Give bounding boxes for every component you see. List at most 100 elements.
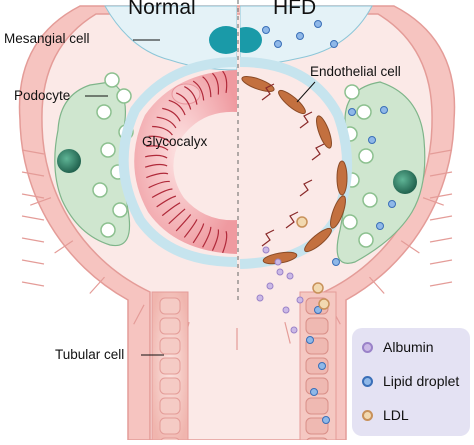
header-normal: Normal [128, 0, 196, 19]
glycocalyx-fiber [202, 226, 212, 248]
damaged-fiber [299, 111, 313, 129]
capsule-cell-partitions [21, 149, 453, 350]
lipid-droplet-particle [314, 306, 322, 314]
lipid-droplet-particle [376, 222, 384, 230]
glycocalyx-fiber [212, 72, 220, 95]
lipid-droplet-particle [332, 258, 340, 266]
capillary-loop [118, 57, 237, 267]
glycocalyx-fiber [146, 172, 169, 179]
ldl-particle [312, 282, 324, 294]
podocyte-nucleus [57, 149, 81, 173]
foot-process-hfd [358, 148, 374, 164]
albumin-particle [274, 258, 282, 266]
lipid-droplet-particle [306, 336, 314, 344]
albumin-particle [296, 296, 304, 304]
damaged-fiber [285, 211, 299, 229]
damaged-fiber [261, 229, 275, 247]
mesangial-nucleus [209, 26, 237, 54]
tubular-cell-hfd [305, 417, 329, 435]
glycocalyx-fiber [211, 229, 220, 251]
tubular-cell-hfd [305, 317, 329, 335]
ldl-particle [296, 216, 308, 228]
tubular-cell [159, 397, 181, 415]
lipid-droplet-particle [322, 416, 330, 424]
foot-process [96, 104, 112, 120]
endothelial-cell [304, 227, 332, 253]
label-tubular-cell: Tubular cell [55, 347, 125, 362]
glycocalyx-fiber [162, 107, 181, 122]
lipid-droplet-particle [368, 136, 376, 144]
glycocalyx-fiber [145, 154, 168, 159]
foot-process-hfd [358, 232, 374, 248]
glycocalyx-fiber [192, 223, 205, 244]
label-podocyte: Podocyte [14, 88, 71, 103]
lipid-droplet-particle [388, 200, 396, 208]
glycocalyx-fiber [156, 195, 177, 208]
tubular-cell [159, 357, 181, 375]
label-endothelial-cell: Endothelial cell [310, 64, 401, 79]
tubular-cell [159, 297, 181, 315]
glycocalyx-fiber [161, 202, 181, 217]
albumin-particle [276, 268, 284, 276]
glycocalyx-fiber [168, 208, 186, 225]
legend-item-lipid-droplet: Lipid droplet [362, 370, 459, 392]
glycocalyx-fiber [168, 99, 186, 116]
lipid-droplet-particle [380, 106, 388, 114]
glycocalyx-fiber [175, 92, 192, 110]
tubular-cell-hfd [305, 397, 329, 415]
damaged-fiber [261, 83, 275, 101]
foot-process [116, 88, 132, 104]
glycocalyx-fiber [148, 135, 171, 143]
albumin-particle [256, 294, 264, 302]
lipid-droplet-particle [348, 108, 356, 116]
foot-process [100, 142, 116, 158]
foot-process-hfd [362, 192, 378, 208]
albumin-swatch [362, 341, 373, 353]
albumin-particle [262, 246, 270, 254]
foot-process-hfd [344, 84, 360, 100]
glycocalyx-fiber [175, 214, 192, 232]
glycocalyx-fiber [222, 70, 228, 93]
glycocalyx-fiber [148, 180, 170, 189]
lipid-droplet-particle [314, 20, 322, 28]
albumin-particle [266, 282, 274, 290]
glycocalyx-fiber [222, 230, 228, 254]
foot-process [112, 202, 128, 218]
damaged-fiber [299, 179, 313, 197]
glycocalyx-fiber [192, 80, 205, 101]
foot-process [100, 222, 116, 238]
lipid-droplet-particle [318, 362, 326, 370]
lipid-droplet-particle [310, 388, 318, 396]
endothelial-cell [278, 89, 306, 115]
lipid-droplet-particle [262, 26, 270, 34]
albumin-particle [290, 326, 298, 334]
tubular-cell-hfd [305, 357, 329, 375]
podocyte-cell [54, 81, 131, 247]
legend-item-ldl: LDL [362, 404, 409, 426]
foot-process [104, 72, 120, 88]
foot-process [92, 182, 108, 198]
glycocalyx-fiber [152, 125, 173, 136]
albumin-particle [282, 306, 290, 314]
legend-item-albumin: Albumin [362, 336, 434, 358]
lipid-droplet-particle [330, 40, 338, 48]
endothelial-cell [330, 195, 346, 229]
endothelial-cell [316, 115, 332, 149]
glycocalyx-fiber [151, 188, 173, 198]
glycocalyx-fiber [184, 86, 198, 105]
legend: Albumin Lipid droplet LDL [352, 328, 470, 436]
albumin-particle [286, 272, 294, 280]
glycocalyx-fiber [183, 219, 198, 238]
endothelial-cell [336, 160, 348, 196]
glycocalyx-fiber [144, 163, 168, 168]
tubular-cell [159, 317, 181, 335]
glycocalyx-fiber [202, 76, 212, 98]
foot-process-hfd [356, 104, 372, 120]
lipid-droplet-particle [296, 32, 304, 40]
tubular-cell [159, 417, 181, 435]
damaged-fiber [311, 143, 325, 161]
glycocalyx-fiber [156, 116, 177, 129]
header-hfd: HFD [273, 0, 317, 19]
